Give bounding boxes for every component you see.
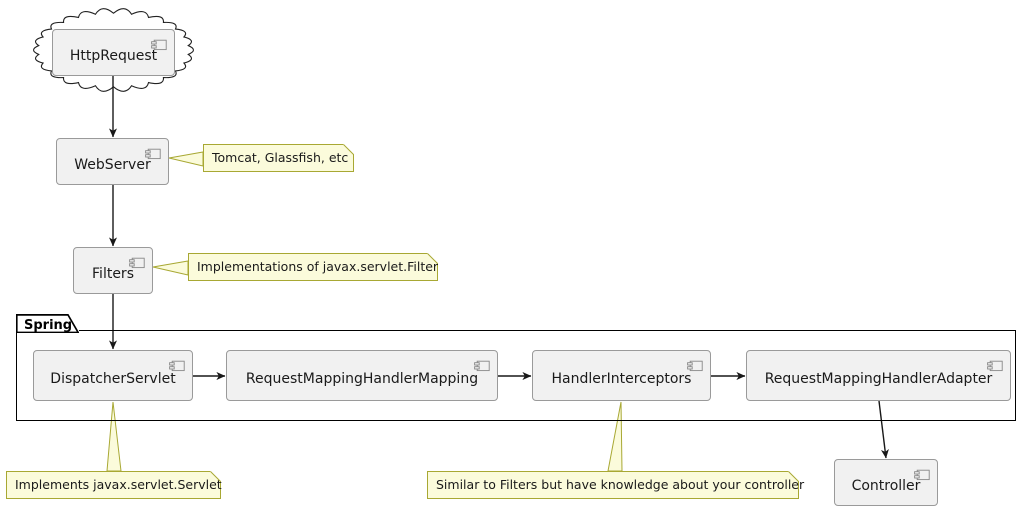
component-request-mapping-handler-mapping[interactable]: RequestMappingHandlerMapping	[226, 350, 498, 401]
component-icon	[169, 360, 185, 372]
component-web-server[interactable]: WebServer	[56, 138, 169, 185]
note-leader-lines	[106, 151, 623, 472]
component-request-mapping-handler-adapter[interactable]: RequestMappingHandlerAdapter	[746, 350, 1011, 401]
component-icon	[474, 360, 490, 372]
note-dispatcher-servlet-fold-corner-icon	[210, 471, 221, 482]
component-icon-request-mapping-handler-mapping	[474, 357, 490, 372]
component-handler-interceptors[interactable]: HandlerInterceptors	[532, 350, 711, 401]
package-spring-label: Spring	[24, 318, 73, 333]
component-icon-filters	[129, 254, 145, 269]
note-dispatcher-servlet: Implements javax.servlet.Servlet	[6, 471, 222, 499]
component-icon-web-server	[145, 145, 161, 160]
component-filters[interactable]: Filters	[73, 247, 153, 294]
component-icon	[151, 39, 167, 51]
component-icon-request-mapping-handler-adapter	[987, 357, 1003, 372]
component-icon	[914, 469, 930, 481]
note-filters-text: Implementations of javax.servlet.Filter	[197, 259, 439, 275]
component-icon-controller	[914, 466, 930, 481]
note-handler-interceptors: Similar to Filters but have knowledge ab…	[427, 471, 804, 499]
note-handler-interceptors-text: Similar to Filters but have knowledge ab…	[436, 477, 805, 493]
note-webserver-text: Tomcat, Glassfish, etc	[212, 150, 349, 166]
component-label-dispatcher-servlet: DispatcherServlet	[50, 371, 176, 387]
note-webserver: Tomcat, Glassfish, etc	[203, 144, 354, 172]
component-label-request-mapping-handler-adapter: RequestMappingHandlerAdapter	[764, 371, 993, 387]
component-icon	[145, 148, 161, 160]
component-label-filters: Filters	[92, 266, 134, 282]
package-spring	[16, 330, 1016, 421]
component-icon	[129, 257, 145, 269]
component-dispatcher-servlet[interactable]: DispatcherServlet	[33, 350, 193, 401]
component-label-request-mapping-handler-mapping: RequestMappingHandlerMapping	[245, 371, 479, 387]
note-filters-fold-corner-icon	[427, 253, 438, 264]
package-spring-tab	[16, 314, 80, 334]
leader-webserver	[168, 151, 204, 167]
component-icon	[987, 360, 1003, 372]
component-icon-handler-interceptors	[687, 357, 703, 372]
component-label-controller: Controller	[851, 478, 921, 494]
component-label-web-server: WebServer	[74, 157, 151, 173]
component-controller[interactable]: Controller	[834, 459, 938, 506]
note-dispatcher-servlet-text: Implements javax.servlet.Servlet	[15, 477, 222, 493]
note-filters: Implementations of javax.servlet.Filter	[188, 253, 438, 281]
component-icon	[687, 360, 703, 372]
note-webserver-fold-corner-icon	[343, 144, 354, 155]
note-handler-interceptors-fold-corner-icon	[788, 471, 799, 482]
leader-filters	[152, 260, 189, 276]
component-icon-dispatcher-servlet	[169, 357, 185, 372]
package-tab-shape	[16, 314, 80, 334]
component-label-http-request: HttpRequest	[69, 48, 158, 64]
component-http-request[interactable]: HttpRequest	[52, 29, 175, 76]
component-label-handler-interceptors: HandlerInterceptors	[551, 371, 692, 387]
component-icon-http-request	[151, 36, 167, 51]
